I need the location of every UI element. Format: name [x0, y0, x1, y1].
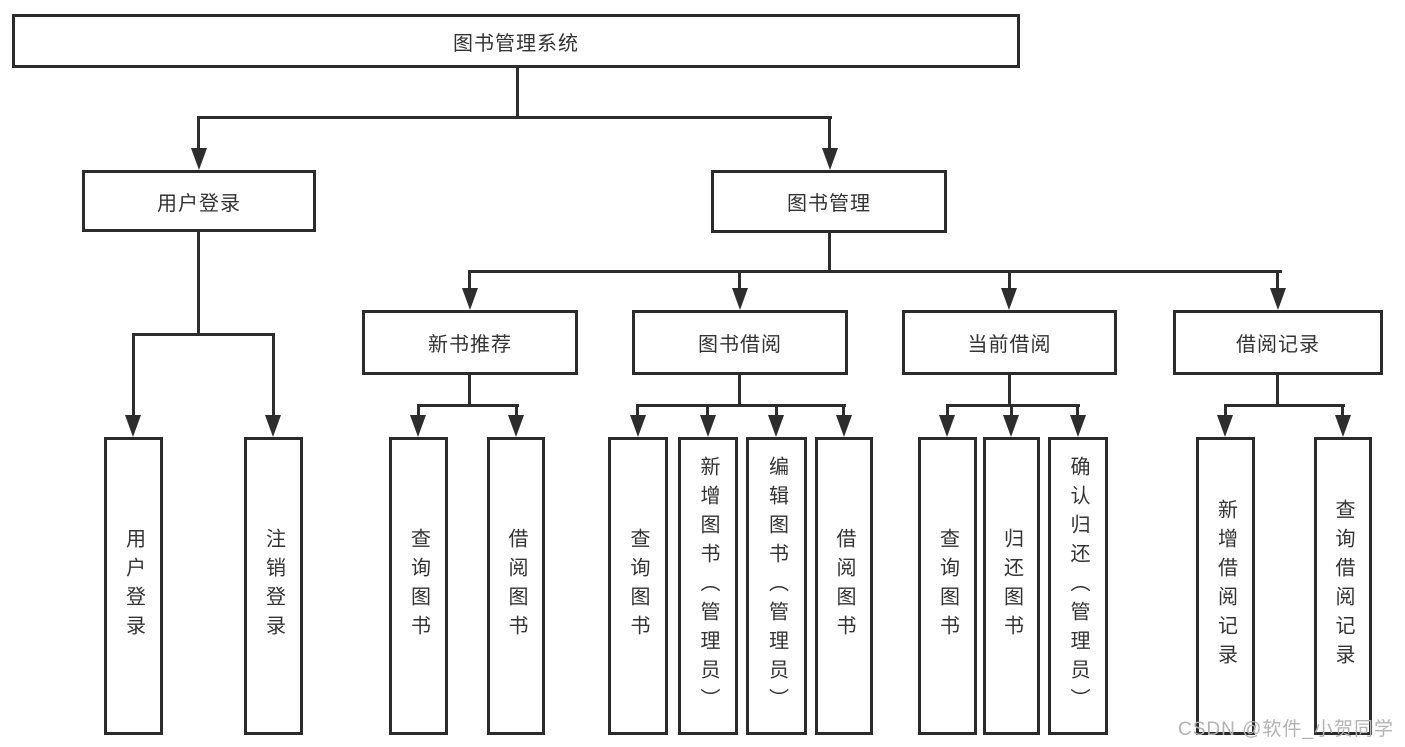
connector-drop-current-borrow: [1008, 270, 1011, 290]
connector-sectionC-crossbar: [946, 404, 1080, 407]
connector-drop-d0: [1224, 404, 1227, 418]
leaf-records-add-record: 新增借阅记录: [1196, 437, 1255, 735]
arrowhead-book-borrow: [732, 288, 748, 310]
connector-drop-book-borrow: [738, 270, 741, 290]
connector-sectionD-stem: [1276, 375, 1279, 407]
connector-drop-a1: [515, 404, 518, 418]
node-current-borrow: 当前借阅: [902, 310, 1117, 375]
leaf-current-return-books-label: 归还图书: [1000, 528, 1023, 644]
leaf-records-query-record-label: 查询借阅记录: [1332, 499, 1354, 673]
connector-drop-leaf-login: [132, 333, 135, 417]
connector-sectionB-stem: [738, 375, 741, 407]
arrowhead-new-books: [462, 288, 478, 310]
leaf-current-confirm-return-admin: 确认归还（管理员）: [1048, 437, 1108, 735]
leaf-newrec-borrow-books-label: 借阅图书: [505, 528, 527, 644]
leaf-borrow-borrow-books: 借阅图书: [815, 437, 873, 735]
leaf-logout: 注销登录: [244, 437, 303, 735]
leaf-borrow-edit-books-admin: 编辑图书（管理员）: [746, 437, 807, 735]
arrowhead-current-borrow: [1001, 288, 1017, 310]
arrowhead-a1: [508, 415, 524, 437]
arrowhead-c1: [1003, 415, 1019, 437]
connector-drop-d1: [1341, 404, 1344, 418]
arrowhead-b1: [700, 415, 716, 437]
connector-drop-b2: [775, 404, 778, 418]
leaf-borrow-add-books-admin-label: 新增图书（管理员）: [697, 455, 719, 717]
leaf-user-login-label: 用户登录: [122, 528, 145, 644]
leaf-newrec-query-books-label: 查询图书: [407, 528, 430, 644]
connector-drop-c0: [946, 404, 949, 418]
leaf-newrec-query-books: 查询图书: [389, 437, 448, 735]
leaf-borrow-edit-books-admin-label: 编辑图书（管理员）: [765, 455, 788, 717]
connector-drop-b1: [706, 404, 709, 418]
connector-drop-new-books: [468, 270, 471, 290]
connector-drop-c2: [1076, 404, 1079, 418]
node-new-book-recommend: 新书推荐: [362, 310, 578, 375]
node-book-borrow-label: 图书借阅: [698, 334, 782, 356]
arrowhead-leaf-login: [125, 415, 141, 437]
arrowhead-d0: [1217, 415, 1233, 437]
node-borrow-records-label: 借阅记录: [1236, 334, 1320, 356]
leaf-records-add-record-label: 新增借阅记录: [1214, 499, 1237, 673]
connector-root-stem: [516, 68, 519, 119]
node-current-borrow-label: 当前借阅: [967, 334, 1052, 356]
leaf-borrow-borrow-books-label: 借阅图书: [833, 528, 855, 644]
csdn-watermark: CSDN @软件_小贺同学: [1178, 719, 1394, 740]
connector-drop-b3: [842, 404, 845, 418]
arrowhead-b0: [630, 415, 646, 437]
arrowhead-borrow-records: [1270, 288, 1286, 310]
arrowhead-c2: [1070, 415, 1086, 437]
leaf-borrow-query-books: 查询图书: [608, 437, 668, 735]
connector-sectionC-stem: [1008, 375, 1011, 407]
arrowhead-book-management: [822, 148, 838, 170]
connector-sectionB-crossbar: [636, 404, 846, 407]
connector-drop-a0: [417, 404, 420, 418]
leaf-user-login: 用户登录: [104, 437, 163, 735]
leaf-records-query-record: 查询借阅记录: [1314, 437, 1372, 735]
connector-sectionA-stem: [468, 375, 471, 407]
connector-drop-b0: [636, 404, 639, 418]
leaf-current-return-books: 归还图书: [983, 437, 1040, 735]
arrowhead-c0: [939, 415, 955, 437]
connector-sectionD-crossbar: [1224, 404, 1345, 407]
node-book-management-label: 图书管理: [787, 193, 871, 215]
connector-user-login-stem: [197, 232, 200, 336]
connector-book-mgmt-crossbar: [469, 270, 1282, 273]
node-root-label: 图书管理系统: [453, 32, 579, 55]
connector-sectionA-crossbar: [417, 404, 519, 407]
leaf-current-query-books-label: 查询图书: [936, 528, 959, 644]
arrowhead-d1: [1335, 415, 1351, 437]
node-book-management: 图书管理: [711, 170, 947, 233]
leaf-newrec-borrow-books: 借阅图书: [487, 437, 545, 735]
connector-drop-borrow-records: [1276, 270, 1279, 290]
connector-drop-c1: [1010, 404, 1013, 418]
node-user-login: 用户登录: [82, 170, 316, 232]
node-book-borrow: 图书借阅: [632, 310, 848, 375]
connector-user-login-crossbar: [132, 333, 275, 336]
connector-root-crossbar: [197, 116, 832, 119]
arrowhead-user-login: [191, 148, 207, 170]
leaf-borrow-add-books-admin: 新增图书（管理员）: [678, 437, 738, 735]
arrowhead-a0: [410, 415, 426, 437]
node-user-login-label: 用户登录: [157, 192, 241, 215]
leaf-borrow-query-books-label: 查询图书: [627, 528, 649, 644]
node-new-book-recommend-label: 新书推荐: [428, 334, 512, 356]
arrowhead-b3: [836, 415, 852, 437]
connector-drop-user-login: [197, 116, 200, 150]
leaf-logout-label: 注销登录: [262, 528, 285, 644]
leaf-current-confirm-return-admin-label: 确认归还（管理员）: [1067, 455, 1089, 717]
leaf-current-query-books: 查询图书: [918, 437, 977, 735]
connector-drop-book-management: [828, 116, 831, 150]
arrowhead-b2: [768, 415, 784, 437]
node-borrow-records: 借阅记录: [1173, 310, 1383, 375]
node-root: 图书管理系统: [12, 14, 1020, 68]
connector-book-mgmt-stem: [828, 233, 831, 273]
arrowhead-leaf-logout: [265, 415, 281, 437]
connector-drop-leaf-logout: [272, 333, 275, 417]
